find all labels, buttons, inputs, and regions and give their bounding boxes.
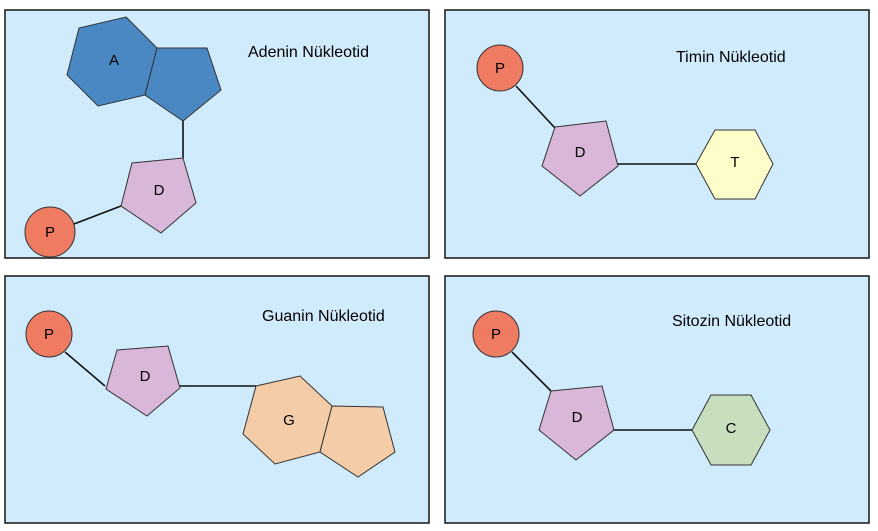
sugar-deoxyribose: D bbox=[541, 120, 619, 197]
phosphate-label: P bbox=[495, 60, 505, 77]
panel-adenine-nucleotide: Adenin Nükleotid A D P bbox=[4, 9, 430, 259]
panel-title: Guanin Nükleotid bbox=[262, 308, 385, 325]
base-thymine: T bbox=[695, 129, 774, 200]
panel-title: Adenin Nükleotid bbox=[248, 44, 369, 61]
base-guanine: G bbox=[242, 375, 396, 478]
panel-background bbox=[444, 275, 870, 524]
purine-pentagon bbox=[319, 405, 396, 478]
panel-thymine-nucleotide: Timin Nükleotid P D T bbox=[444, 9, 870, 259]
phosphate-label: P bbox=[45, 224, 55, 241]
panel-title: Sitozin Nükleotid bbox=[672, 313, 791, 330]
pyrimidine-hexagon bbox=[691, 394, 771, 466]
panel-guanine-nucleotide: Guanin Nükleotid P D G bbox=[4, 275, 430, 524]
phosphate-sugar-bond bbox=[64, 351, 106, 387]
pyrimidine-hexagon bbox=[695, 129, 774, 200]
base-label: C bbox=[726, 420, 737, 437]
base-label: T bbox=[730, 154, 739, 171]
sugar-deoxyribose: D bbox=[120, 157, 197, 234]
phosphate-sugar-bond bbox=[73, 205, 122, 225]
phosphate-group: P bbox=[476, 44, 524, 92]
sugar-pentagon bbox=[541, 120, 619, 197]
purine-pentagon bbox=[144, 47, 222, 122]
base-label: A bbox=[109, 52, 119, 69]
base-label: G bbox=[283, 412, 295, 429]
phosphate-group: P bbox=[25, 310, 73, 358]
phosphate-sugar-bond bbox=[511, 351, 552, 392]
phosphate-sugar-bond bbox=[515, 85, 556, 129]
base-cytosine: C bbox=[691, 394, 771, 466]
sugar-deoxyribose: D bbox=[105, 345, 181, 417]
sugar-pentagon bbox=[538, 385, 615, 461]
phosphate-label: P bbox=[491, 326, 501, 343]
panel-cytosine-nucleotide: Sitozin Nükleotid P D C bbox=[444, 275, 870, 524]
sugar-label: D bbox=[154, 182, 165, 199]
phosphate-circle bbox=[476, 44, 524, 92]
panel-background bbox=[4, 275, 430, 524]
sugar-label: D bbox=[572, 409, 583, 426]
sugar-label: D bbox=[575, 144, 586, 161]
sugar-pentagon bbox=[105, 345, 181, 417]
phosphate-group: P bbox=[472, 310, 520, 358]
sugar-pentagon bbox=[120, 157, 197, 234]
phosphate-circle bbox=[25, 310, 73, 358]
panel-title: Timin Nükleotid bbox=[676, 49, 786, 66]
phosphate-circle bbox=[24, 206, 76, 258]
sugar-deoxyribose: D bbox=[538, 385, 615, 461]
phosphate-group: P bbox=[24, 206, 76, 258]
phosphate-label: P bbox=[44, 326, 54, 343]
base-adenine: A bbox=[66, 16, 222, 122]
phosphate-circle bbox=[472, 310, 520, 358]
sugar-label: D bbox=[140, 368, 151, 385]
